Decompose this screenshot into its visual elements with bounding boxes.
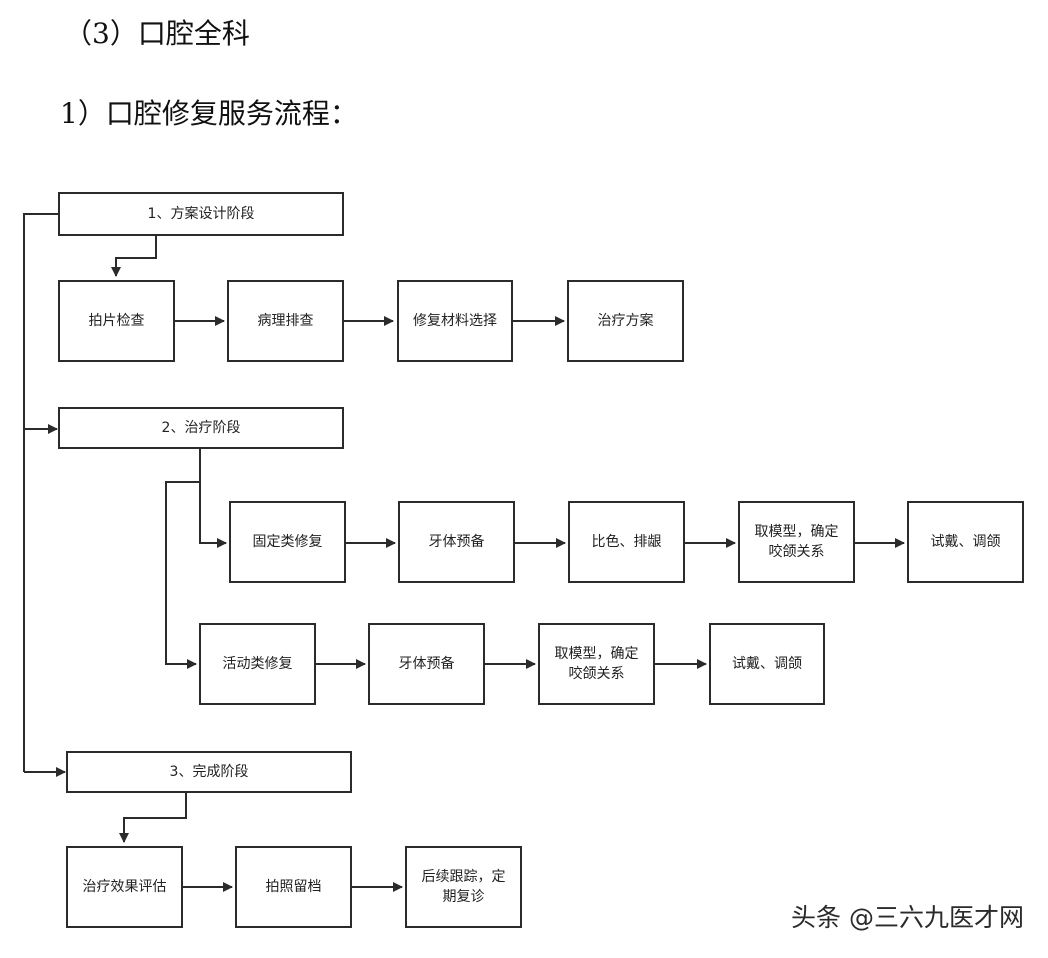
step-follow-up: 后续跟踪，定期复诊 (405, 846, 522, 928)
step-photo-archive: 拍照留档 (235, 846, 352, 928)
stage-1-box: 1、方案设计阶段 (58, 192, 344, 236)
step-try-in-removable: 试戴、调颌 (709, 623, 825, 705)
connector-stage2-fixed (199, 449, 227, 548)
step-treatment-plan: 治疗方案 (567, 280, 684, 362)
step-tooth-preparation-fixed: 牙体预备 (398, 501, 515, 583)
step-removable-restoration: 活动类修复 (199, 623, 316, 705)
step-pathology-screening: 病理排查 (227, 280, 344, 362)
spine-connector (23, 213, 60, 772)
step-try-in-fixed: 试戴、调颌 (907, 501, 1024, 583)
section-title: （3）口腔全科 (64, 17, 250, 50)
step-shade-gingival: 比色、排龈 (568, 501, 685, 583)
step-fixed-restoration: 固定类修复 (229, 501, 346, 583)
step-xray-exam: 拍片检查 (58, 280, 175, 362)
step-outcome-evaluation: 治疗效果评估 (66, 846, 183, 928)
subsection-title: 1）口腔修复服务流程： (60, 97, 358, 130)
step-impression-bite-fixed: 取模型，确定咬颌关系 (738, 501, 855, 583)
stage-2-box: 2、治疗阶段 (58, 407, 344, 449)
connector-stage3-down (119, 793, 187, 843)
watermark-text: 头条 @三六九医才网 (791, 903, 1024, 932)
connector-stage1-down (111, 236, 157, 277)
step-material-selection: 修复材料选择 (397, 280, 513, 362)
connector-stage2-removable (165, 481, 200, 669)
step-tooth-preparation-removable: 牙体预备 (368, 623, 485, 705)
step-impression-bite-removable: 取模型，确定咬颌关系 (538, 623, 655, 705)
stage-3-box: 3、完成阶段 (66, 751, 352, 793)
